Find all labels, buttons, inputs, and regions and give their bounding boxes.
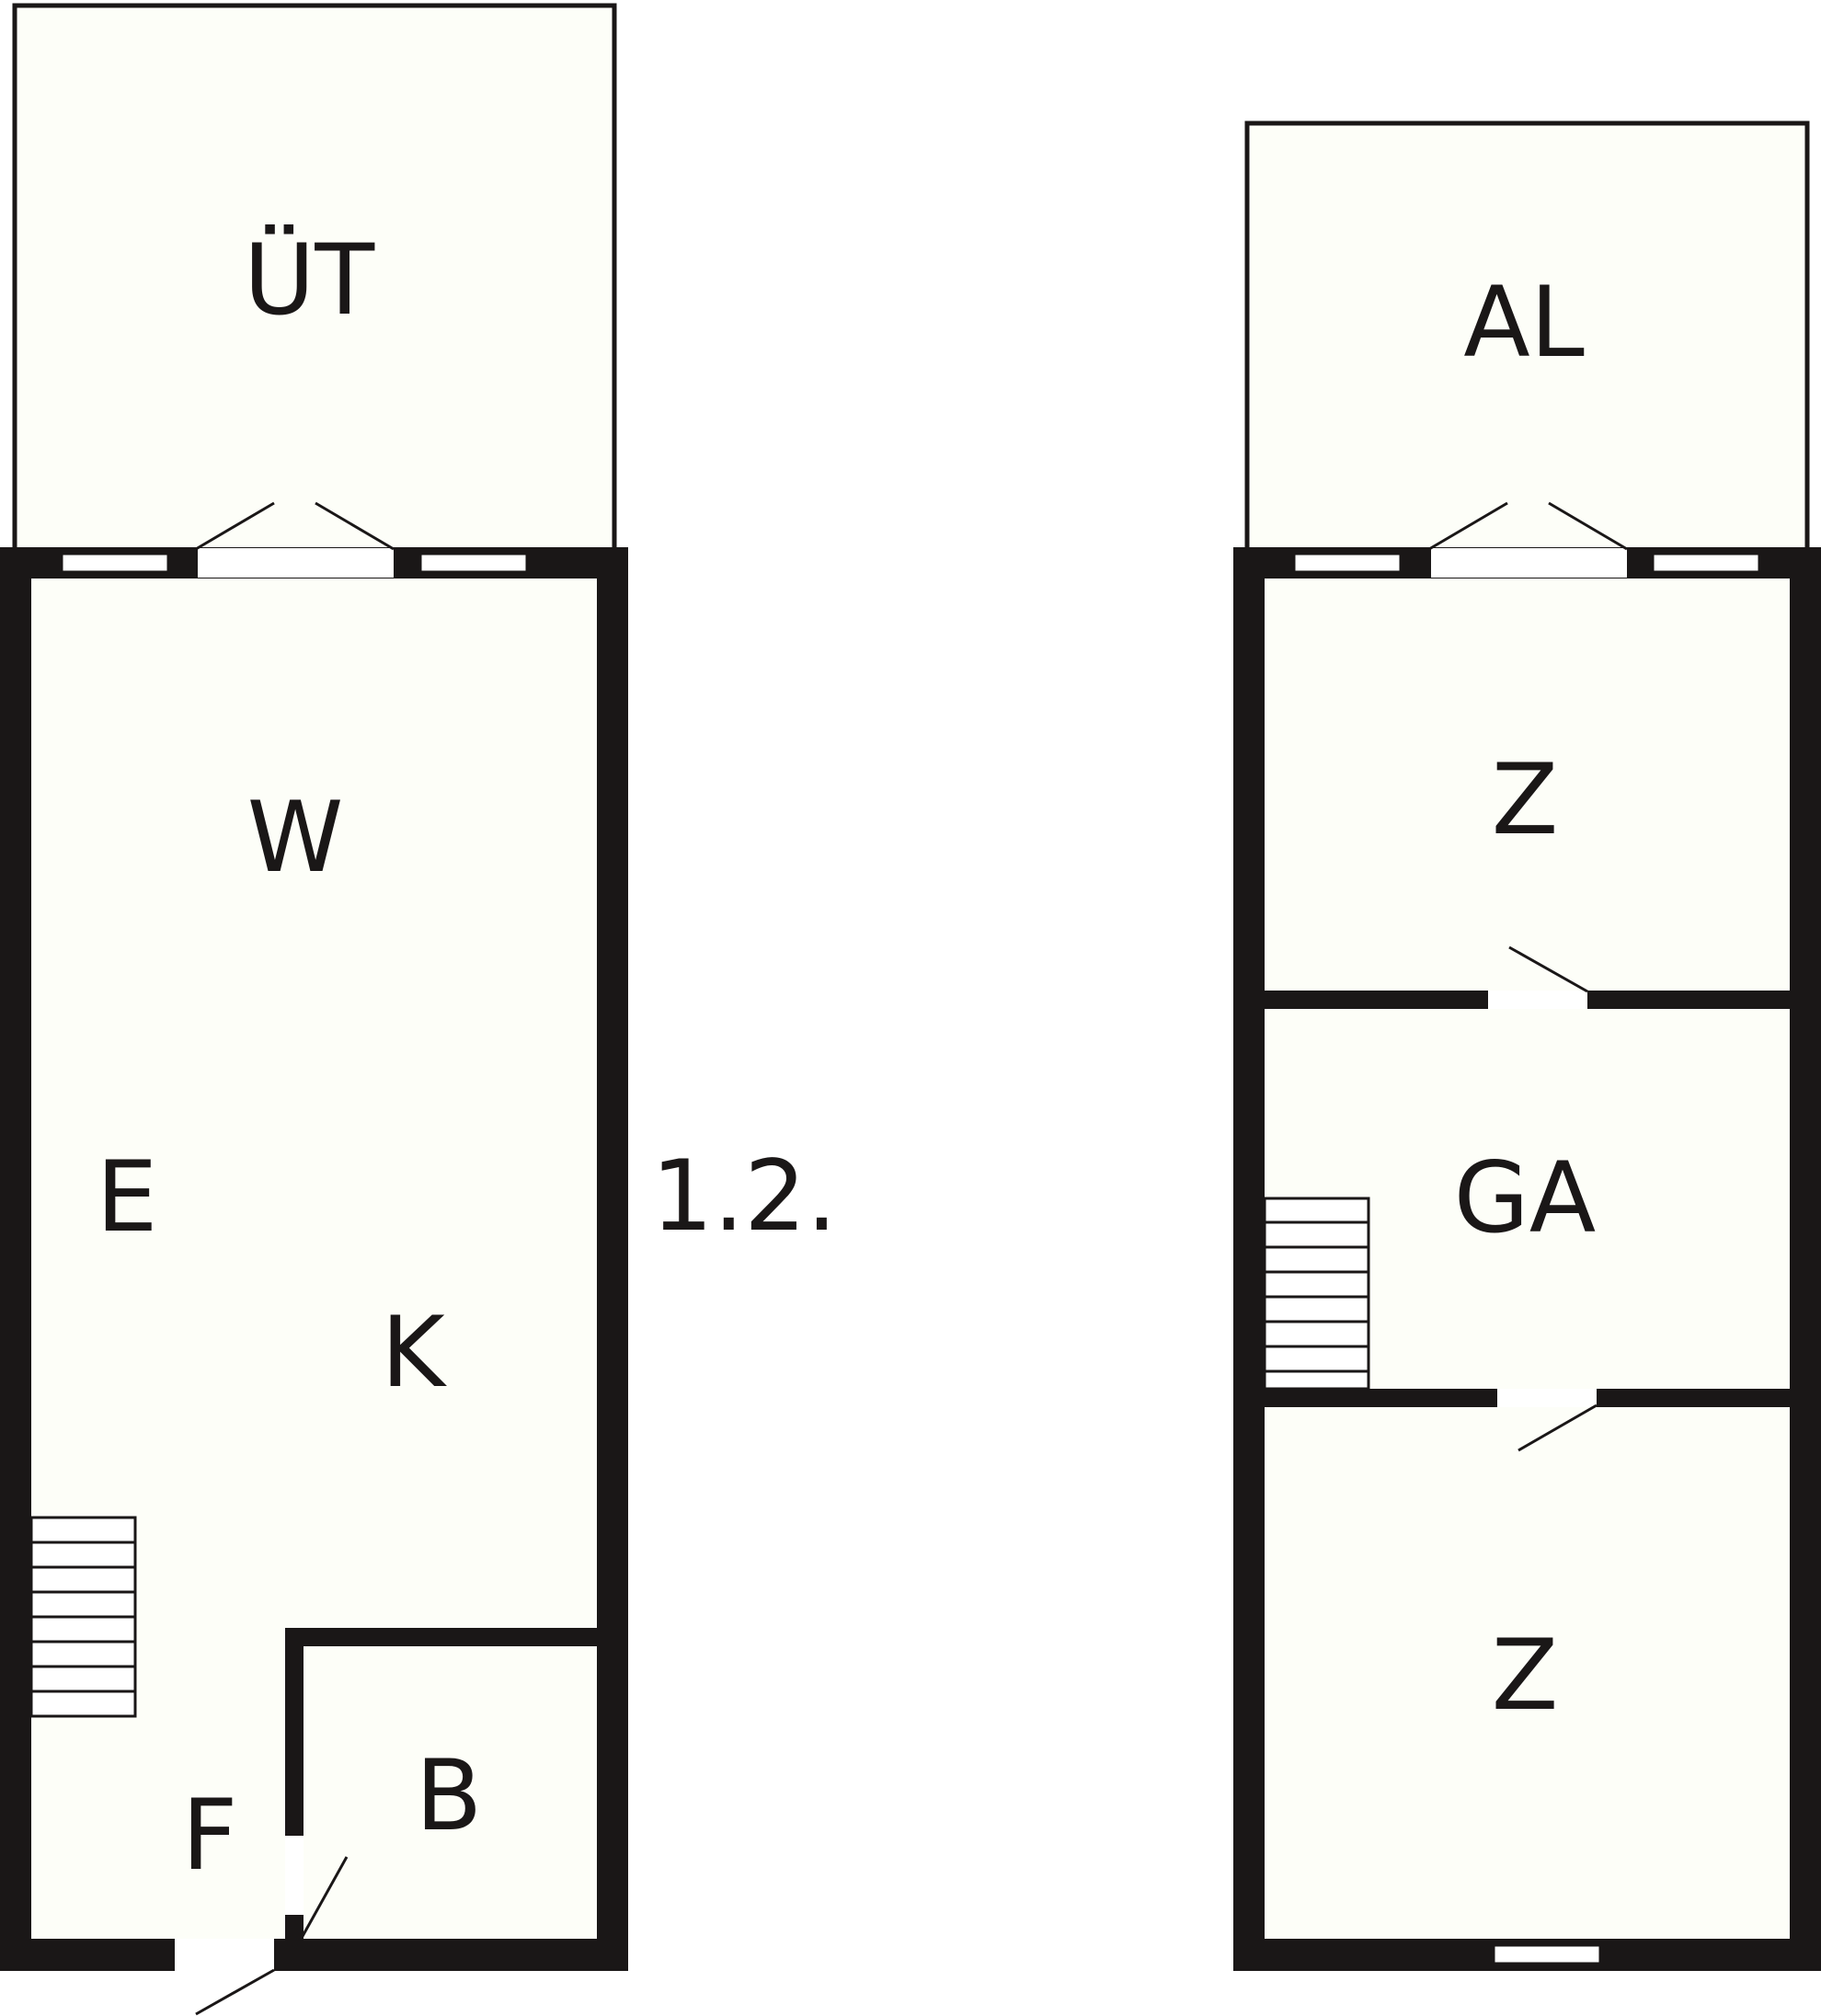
room-label-kitchen: K — [381, 1296, 447, 1409]
room-label-gallery: GA — [1454, 1141, 1597, 1254]
room-label-bath: B — [416, 1739, 483, 1852]
upper-room-door-opening — [1488, 991, 1587, 1009]
room-label-living: W — [247, 781, 344, 894]
ground-floor-plan: ÜT W E K F B — [0, 3, 628, 2016]
wall-exterior-right — [597, 547, 628, 1971]
wall-bath-top — [285, 1628, 597, 1646]
wall-exterior-left — [0, 547, 31, 1971]
room-label-hallway: F — [182, 1779, 238, 1892]
window-top-right — [418, 552, 529, 574]
terrace-door-leaf-right — [315, 501, 395, 551]
upper-room-door-leaf — [1508, 945, 1588, 993]
balcony-door-leaf-left — [1428, 501, 1508, 551]
wall-bath-left — [285, 1628, 304, 1836]
staircase-outline — [1263, 1197, 1370, 1391]
terrace-area — [12, 3, 617, 555]
window-top-left — [60, 552, 170, 574]
lower-room-door-opening — [1497, 1389, 1597, 1407]
wall-exterior-left — [1233, 547, 1265, 1971]
balcony-door-leaf-right — [1548, 501, 1628, 551]
window-top-right — [1651, 552, 1761, 574]
room-label-terrace: ÜT — [244, 223, 376, 337]
wall-exterior-right — [1790, 547, 1821, 1971]
terrace-door-leaf-left — [195, 501, 275, 551]
balcony-door-opening — [1431, 548, 1627, 578]
window-bottom — [1492, 1943, 1602, 1965]
wall-exterior-bottom — [0, 1939, 628, 1971]
terrace-door-opening — [198, 548, 394, 578]
room-label-room-lower: Z — [1492, 1619, 1559, 1732]
staircase-upper — [1263, 1197, 1370, 1391]
room-label-room-upper: Z — [1492, 743, 1559, 856]
bath-door-opening — [285, 1836, 304, 1915]
window-top-left — [1292, 552, 1403, 574]
lower-room-door-leaf — [1518, 1403, 1598, 1452]
entrance-door-leaf — [195, 1968, 275, 2016]
upper-floor-plan: AL Z GA Z — [1233, 120, 1821, 1971]
staircase-ground — [29, 1516, 137, 1718]
room-label-balcony: AL — [1463, 266, 1585, 379]
bath-door-leaf — [300, 1856, 349, 1939]
room-label-dining: E — [97, 1140, 158, 1254]
entrance-door-opening — [175, 1939, 274, 1971]
level-label: 1.2. — [651, 1140, 837, 1253]
wall-bath-left-lower — [285, 1915, 304, 1939]
